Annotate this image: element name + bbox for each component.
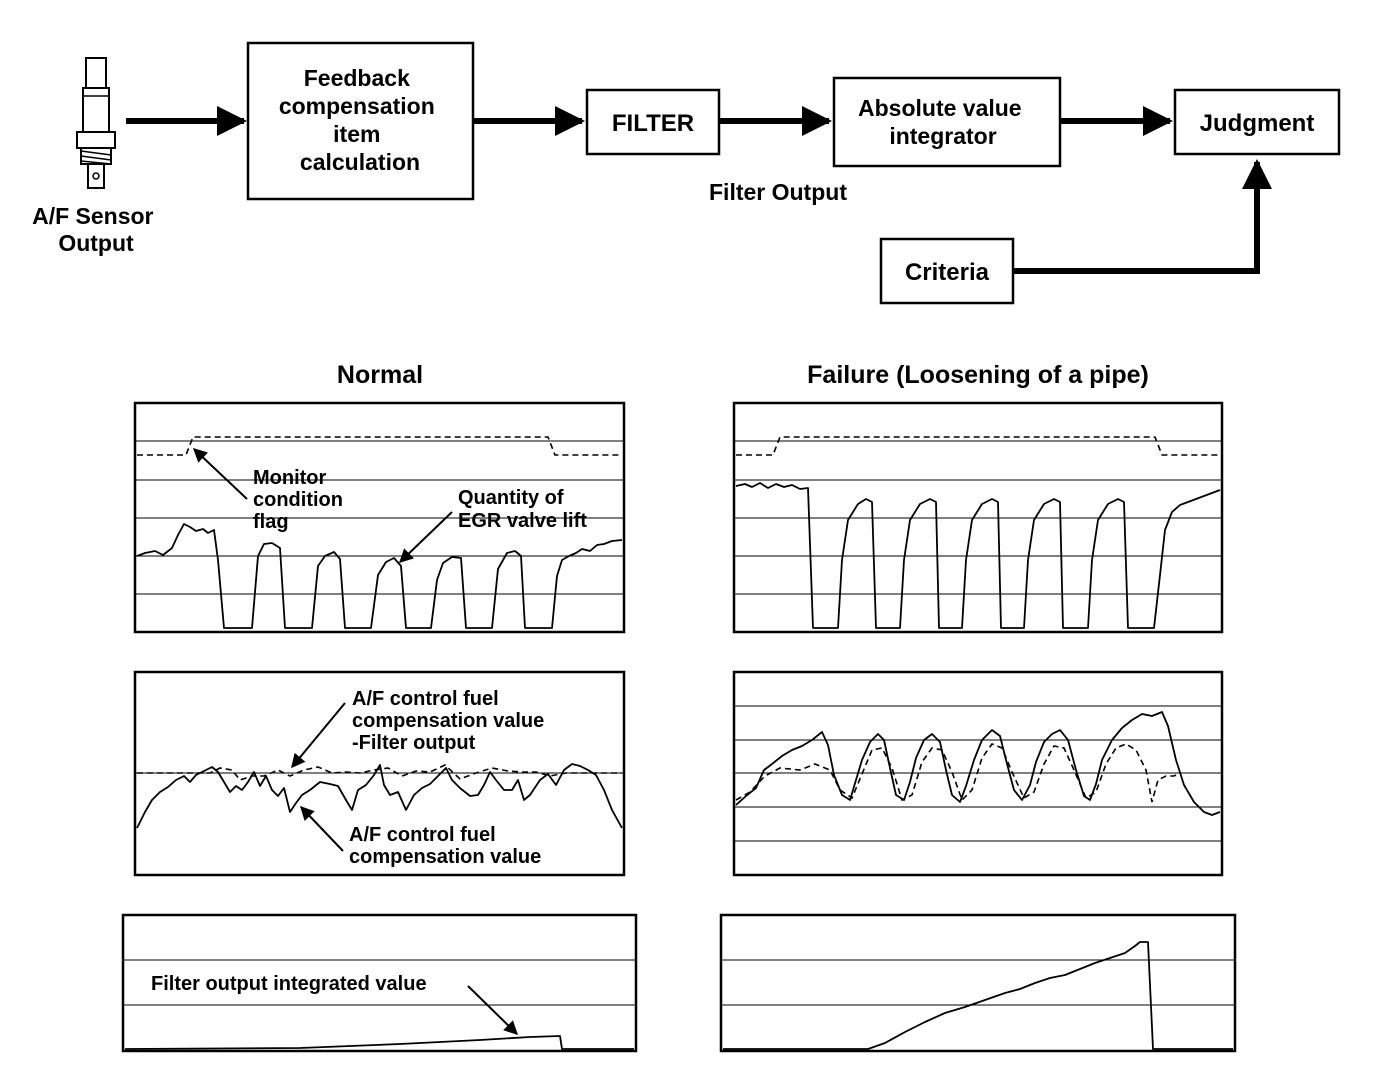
- judgment-box-label: Judgment: [1200, 110, 1315, 137]
- integrated-annotation: Filter output integrated value: [151, 973, 427, 995]
- monitor-flag-annotation: Monitor condition flag: [253, 467, 349, 533]
- integrator-box: [832, 76, 1062, 168]
- arrow-criteria-to-judgment: [1014, 159, 1272, 274]
- feedback-box-label: Feedback compensation item calculation: [279, 65, 441, 175]
- filter-box-label: FILTER: [612, 110, 694, 137]
- fuel-comp-annotation: A/F control fuel compensation value: [349, 824, 541, 868]
- normal-title: Normal: [337, 361, 423, 389]
- failure-integrated-panel: [719, 913, 1237, 1053]
- sensor-label: A/F Sensor Output: [32, 203, 160, 256]
- monitor-flag-leader: [192, 448, 248, 500]
- integrated-leader: [467, 985, 519, 1035]
- normal-fuel-comp-line: [136, 763, 623, 829]
- fuel-comp-filter-annotation: A/F control fuel compensation value -Fil…: [352, 688, 550, 754]
- filter-output-label: Filter Output: [709, 179, 847, 205]
- failure-title: Failure (Loosening of a pipe): [807, 361, 1149, 389]
- fuel-comp-filter-leader: [291, 702, 346, 769]
- normal-monitor-flag-line: [137, 436, 622, 456]
- af-sensor-icon: [76, 57, 116, 189]
- normal-integrated-panel: [121, 913, 638, 1053]
- normal-integrated-line: [124, 1035, 634, 1050]
- failure-egr-lift-line: [735, 482, 1221, 629]
- criteria-box-label: Criteria: [905, 259, 990, 286]
- filter-box: [585, 88, 721, 156]
- integrator-box-label: Absolute value integrator: [858, 95, 1028, 149]
- fuel-comp-leader: [300, 805, 344, 852]
- normal-egr-lift-line: [136, 523, 623, 629]
- normal-egr-panel: [133, 401, 626, 634]
- failure-fuel-comp-line: [735, 711, 1221, 816]
- feedback-box: [246, 41, 475, 201]
- egr-lift-annotation: Quantity of EGR valve lift: [458, 487, 587, 532]
- failure-fuel-panel: [732, 670, 1224, 877]
- judgment-box: [1173, 88, 1341, 156]
- failure-egr-panel: [732, 401, 1224, 634]
- normal-fuel-panel: [133, 670, 626, 877]
- criteria-box: [879, 237, 1015, 305]
- failure-integrated-line: [723, 941, 1233, 1050]
- failure-monitor-flag-line: [736, 436, 1220, 456]
- normal-filter-output-line: [137, 764, 622, 781]
- egr-lift-leader: [398, 511, 453, 563]
